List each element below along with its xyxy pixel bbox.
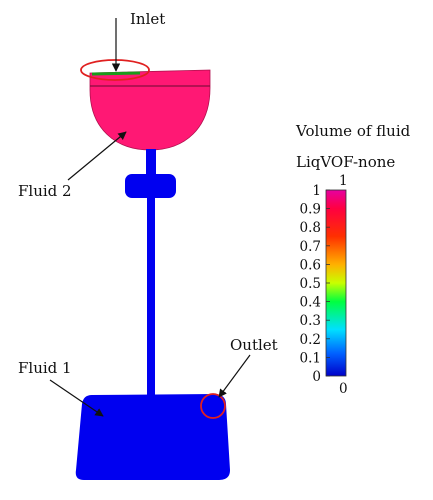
fluid2-label: Fluid 2 <box>18 182 72 200</box>
legend-tick-label: 0.8 <box>300 220 321 236</box>
outlet-label: Outlet <box>230 336 278 354</box>
fluid1-arrow <box>49 379 104 417</box>
inlet-label: Inlet <box>130 10 165 28</box>
inlet-strip <box>91 71 141 76</box>
inlet-highlight-circle <box>80 59 150 81</box>
stem <box>147 196 155 396</box>
bowl-neck <box>146 149 156 179</box>
legend-title: Volume of fluid <box>295 122 411 140</box>
outlet-arrow <box>218 354 251 398</box>
legend-tick-labels: 1 0.9 0.8 0.7 0.6 0.5 0.4 0.3 0.2 0.1 0 <box>300 183 330 385</box>
legend-tick-label: 0.4 <box>300 295 321 311</box>
legend-tick-label: 0.9 <box>300 202 321 218</box>
fluid1-label: Fluid 1 <box>18 359 72 377</box>
legend-tick-label: 0.2 <box>300 332 321 348</box>
fluid2-arrow <box>67 131 127 181</box>
legend-subtitle: LiqVOF-none <box>296 153 395 171</box>
legend-tick-label: 0.7 <box>300 239 321 255</box>
legend-tick-label: 0.3 <box>300 313 321 329</box>
outlet-highlight-circle <box>200 393 226 419</box>
stem-blob <box>125 174 176 198</box>
fluid1-tank <box>75 394 230 480</box>
fluid2-bowl <box>89 69 211 151</box>
legend-tick-label: 0.5 <box>300 276 321 292</box>
legend-top-value: 1 <box>339 173 348 189</box>
legend-tick-label: 0.1 <box>300 350 321 366</box>
legend-tick-label: 0.6 <box>300 257 321 273</box>
legend-bottom-value: 0 <box>339 381 348 397</box>
legend-tick-label: 1 <box>312 183 321 199</box>
legend-tick-label: 0 <box>312 369 321 385</box>
